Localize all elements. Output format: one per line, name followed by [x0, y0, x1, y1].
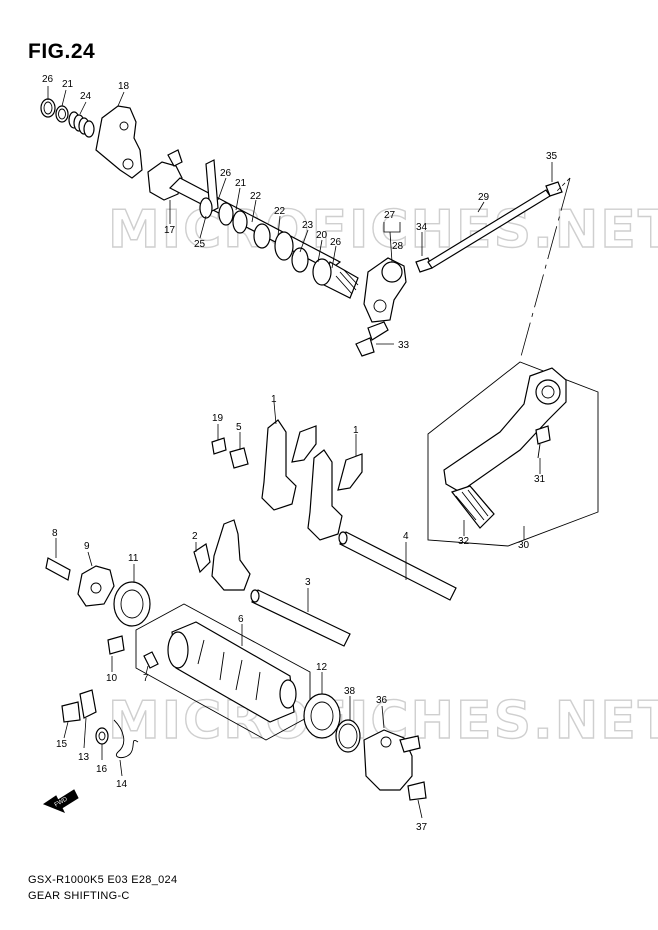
- callout: 8: [52, 528, 58, 539]
- callout: 11: [128, 553, 139, 564]
- callout: 29: [478, 192, 490, 203]
- callout: 17: [164, 225, 176, 236]
- pin-bolt-part: [211, 437, 227, 455]
- callout: 22: [250, 191, 262, 202]
- callout: 5: [236, 422, 242, 433]
- stopper-plate-part: [95, 105, 143, 179]
- connector-lines: [519, 177, 571, 361]
- shift-fork-1b-part: [307, 449, 343, 541]
- callout: 26: [220, 168, 232, 179]
- lower-small-parts: [61, 689, 139, 759]
- callout: 30: [518, 540, 530, 551]
- shift-fork-2-part: [211, 519, 251, 591]
- callout-numbers: 26 21 24 18 26 21 22 22 17 25 23 20 26 2…: [42, 74, 558, 833]
- cam-stopper-plate-part: [77, 565, 115, 607]
- model-code: GSX-R1000K5 E03 E28_024: [28, 874, 178, 886]
- callout: 12: [316, 662, 328, 673]
- watermark-top: MICROFICHES.NET: [108, 200, 658, 260]
- cam-stopper-parts: [45, 557, 151, 655]
- stopper-arm-part: [79, 689, 97, 719]
- footpeg-rubber-part: [451, 485, 495, 529]
- callout: 1: [353, 425, 359, 436]
- drum-pin-part: [143, 651, 159, 669]
- callout: 35: [546, 151, 558, 162]
- callout: 23: [302, 220, 314, 231]
- callout: 15: [56, 739, 68, 750]
- callout: 9: [84, 541, 90, 552]
- bolt-part: [367, 321, 389, 341]
- bearing-retainer-part: [363, 729, 413, 791]
- callout: 18: [118, 81, 130, 92]
- shift-shaft-assembly: [40, 98, 563, 357]
- fwd-arrow: FWD: [42, 789, 79, 813]
- callout: 25: [194, 239, 206, 250]
- callout: 4: [403, 531, 409, 542]
- bearing-12-part: [303, 693, 341, 739]
- callout: 27: [384, 210, 396, 221]
- washer-16-part: [95, 727, 109, 745]
- leader-lines: [47, 86, 553, 819]
- fork-shafts: [250, 531, 457, 647]
- washer-part: [55, 105, 69, 123]
- shift-pedal-box: [427, 361, 599, 547]
- callout: 13: [78, 752, 90, 763]
- spring-part: [68, 111, 95, 138]
- callout: 33: [398, 340, 410, 351]
- callout: 36: [376, 695, 388, 706]
- callout: 19: [212, 413, 224, 424]
- callout: 10: [106, 673, 118, 684]
- figure-title: FIG.24: [28, 40, 96, 63]
- callout: 6: [238, 614, 244, 625]
- callout: 37: [416, 822, 428, 833]
- callout: 26: [42, 74, 54, 85]
- callout: 34: [416, 222, 428, 233]
- gearshift-lever-pedal-part: [443, 367, 567, 493]
- callout: 21: [235, 178, 247, 189]
- callout: 21: [62, 79, 74, 90]
- o-ring-part: [335, 719, 361, 753]
- callout: 32: [458, 536, 470, 547]
- cam-bolt-part: [45, 557, 71, 581]
- callout: 31: [534, 474, 546, 485]
- fork-pin-part: [229, 447, 249, 469]
- fork-shaft-3-part: [251, 589, 351, 647]
- callout: 14: [116, 779, 128, 790]
- stopper-pin-bolt-part: [61, 701, 81, 723]
- retainer-bolt-part: [407, 781, 427, 801]
- stopper-spring-part: [113, 719, 139, 759]
- shift-forks: [193, 419, 363, 591]
- shift-fork-1a-part: [261, 419, 297, 511]
- callout: 2: [192, 531, 198, 542]
- callout: 16: [96, 764, 108, 775]
- callout: 22: [274, 206, 286, 217]
- callout: 38: [344, 686, 356, 697]
- fork-shaft-4-part: [339, 531, 457, 601]
- callout: 20: [316, 230, 328, 241]
- section-name: GEAR SHIFTING-C: [28, 890, 130, 902]
- callout: 1: [271, 394, 277, 405]
- callout: 26: [330, 237, 342, 248]
- drum-bearing-group: [303, 693, 361, 753]
- rod-nut-part: [545, 181, 563, 197]
- callout: 3: [305, 577, 311, 588]
- callout: 24: [80, 91, 92, 102]
- bearing-11-part: [113, 581, 151, 627]
- retainer-group: [363, 729, 427, 801]
- stopper-bolt-part: [107, 635, 125, 655]
- callout: 28: [392, 241, 404, 252]
- callout: 7: [143, 673, 149, 684]
